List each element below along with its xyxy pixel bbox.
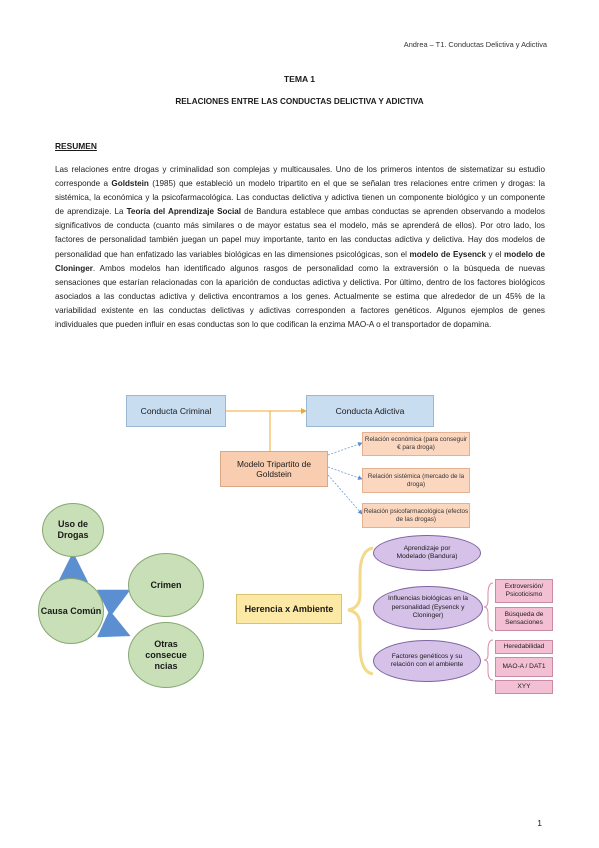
brace	[347, 546, 374, 676]
extraversion-box: Extroversión/ Psicoticismo	[495, 579, 553, 603]
document-subtitle: RELACIONES ENTRE LAS CONDUCTAS DELICTIVA…	[175, 97, 424, 106]
eysenck-term: modelo de Eysenck	[409, 249, 486, 259]
factores-geneticos-ellipse: Factores genéticos y su relación con el …	[373, 640, 481, 682]
influencias-biologicas-ellipse: Influencias biológicas en la personalida…	[373, 586, 483, 630]
conducta-adictiva-box: Conducta Adictiva	[306, 395, 434, 427]
tema-title: TEMA 1	[283, 74, 316, 84]
relacion-economica-box: Relación económica (para conseguir € par…	[362, 432, 470, 456]
aprendizaje-modelado-ellipse: Aprendizaje por Modelado (Bandura)	[373, 535, 481, 571]
teoria-term: Teoría del Aprendizaje Social	[126, 207, 242, 217]
otras-consecuencias-circle: Otras consecue ncias	[128, 622, 204, 688]
goldstein-term: Goldstein	[111, 179, 149, 189]
arrow-to-psico	[327, 474, 363, 515]
causa-comun-circle: Causa Común	[38, 578, 104, 644]
relacion-sistemica-box: Relación sistémica (mercado de la droga)	[362, 468, 470, 493]
herencia-ambiente-box: Herencia x Ambiente	[236, 594, 342, 624]
relacion-psicofarmacologica-box: Relación psicofarmacológica (efectos de …	[362, 503, 470, 528]
cloninger-term: modelo de Cloninger	[55, 249, 545, 273]
brace-small-2	[483, 639, 494, 681]
arrow-to-otras	[97, 609, 131, 638]
heredabilidad-box: Heredabilidad	[495, 640, 553, 654]
uso-drogas-circle: Uso de Drogas	[42, 503, 104, 557]
xyy-box: XYY	[495, 680, 553, 694]
running-header: Andrea – T1. Conductas Delictiva y Adict…	[403, 40, 547, 49]
arrow-to-crimen	[96, 589, 131, 617]
summary-paragraph: Las relaciones entre drogas y criminalid…	[55, 165, 545, 330]
conducta-criminal-box: Conducta Criminal	[126, 395, 226, 427]
page-number: 1	[537, 818, 542, 828]
brace-small-1	[483, 582, 494, 632]
resumen-heading: RESUMEN	[55, 141, 97, 151]
arrow-to-economica	[327, 442, 363, 456]
modelo-goldstein-box: Modelo Tripartito de Goldstein	[220, 451, 328, 487]
arrow-to-sistemica	[327, 466, 363, 480]
busqueda-sensaciones-box: Búsqueda de Sensaciones	[495, 607, 553, 631]
mao-a-box: MAO-A / DAT1	[495, 657, 553, 677]
crimen-circle: Crimen	[128, 553, 204, 617]
